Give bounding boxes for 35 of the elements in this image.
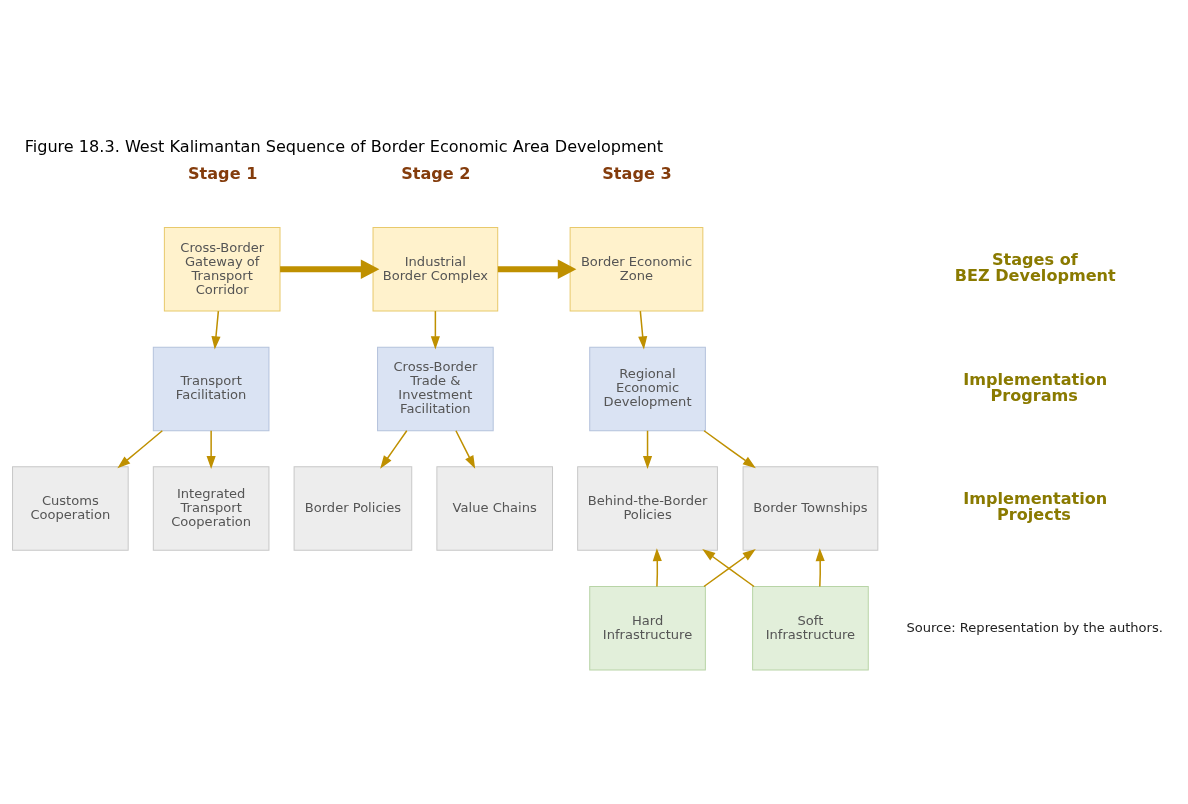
node-box: Regional Economic Development <box>589 346 706 431</box>
arrow <box>280 259 380 279</box>
label: Stage 1 <box>188 163 258 183</box>
arrow <box>211 309 221 349</box>
arrow <box>638 309 648 349</box>
arrow <box>380 429 408 469</box>
node-box: Border Townships <box>742 465 879 551</box>
node-box: Soft Infrastructure <box>752 585 869 670</box>
node-box: Integrated Transport Cooperation <box>152 465 270 551</box>
arrow <box>652 547 662 587</box>
node-box: Cross-Border Gateway of Transport Corridor <box>163 226 281 311</box>
node-box: Border Economic Zone <box>569 226 704 311</box>
arrow <box>430 309 440 349</box>
arrow <box>815 547 825 587</box>
arrow <box>206 429 216 469</box>
arrow <box>703 429 756 468</box>
node-box: Customs Cooperation <box>12 465 129 551</box>
node-box: Behind-the-Border Policies <box>577 465 718 551</box>
label: Implementation Projects <box>963 488 1108 524</box>
node-box: Cross-Border Trade & Investment Facilitation <box>377 346 494 431</box>
diagram-title: Figure 18.3. West Kalimantan Sequence of Border Economic Area Development <box>24 136 664 156</box>
node-box: Industrial Border Complex <box>372 226 499 311</box>
arrow <box>455 429 476 469</box>
caption: Source: Representation by the authors. <box>906 619 1163 635</box>
node-box: Value Chains <box>436 465 554 551</box>
node-box: Border Policies <box>293 465 413 551</box>
label: Implementation Programs <box>963 369 1108 405</box>
node-box: Transport Facilitation <box>152 346 270 431</box>
label: Stage 2 <box>401 163 471 183</box>
node-box: Hard Infrastructure <box>589 585 706 670</box>
arrow <box>497 259 577 279</box>
arrow <box>117 429 164 468</box>
label: Stages of BEZ Development <box>954 249 1116 285</box>
label: Stage 3 <box>602 163 672 183</box>
arrow <box>642 429 653 469</box>
